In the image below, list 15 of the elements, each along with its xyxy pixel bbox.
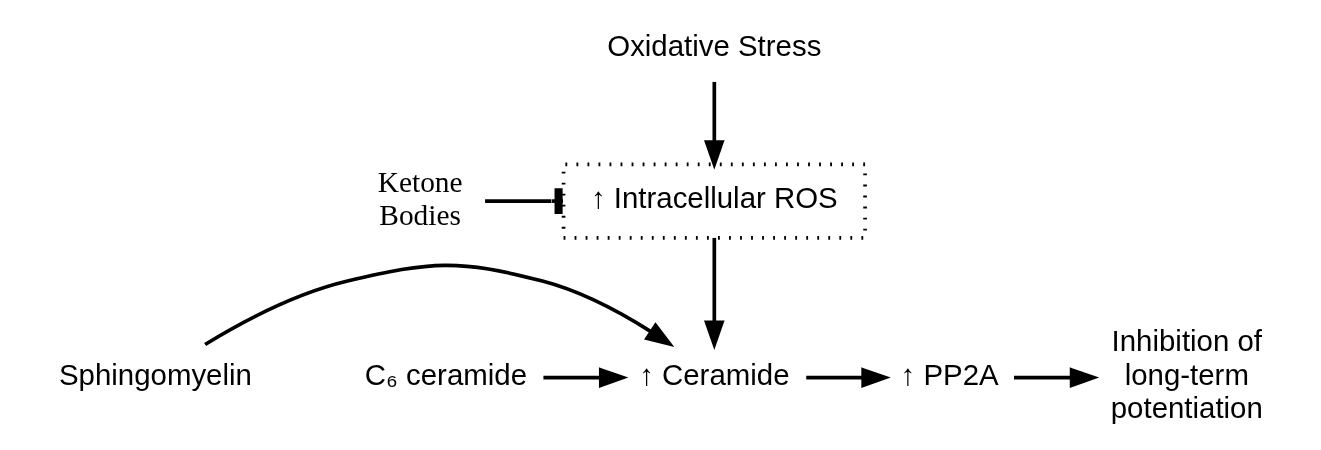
node-text: Sphingomyelin	[58, 357, 252, 391]
node-text: ↑ Ceramide	[638, 357, 789, 391]
arrow	[542, 367, 628, 388]
arrow	[1013, 367, 1099, 388]
arrow	[703, 237, 725, 350]
arrow	[203, 263, 674, 348]
arrow	[805, 367, 891, 388]
node-text: ↑ PP2A	[900, 357, 999, 391]
arrow	[703, 81, 725, 170]
node-text: Oxidative Stress	[606, 28, 821, 62]
node-text: Inhibition of long-term potentiation	[1110, 324, 1263, 424]
node-text: Ketone Bodies	[377, 165, 463, 231]
connector	[484, 188, 563, 214]
node-box: ↑ Intracellular ROS	[561, 162, 867, 240]
node-text: C₆ ceramide	[364, 357, 527, 391]
